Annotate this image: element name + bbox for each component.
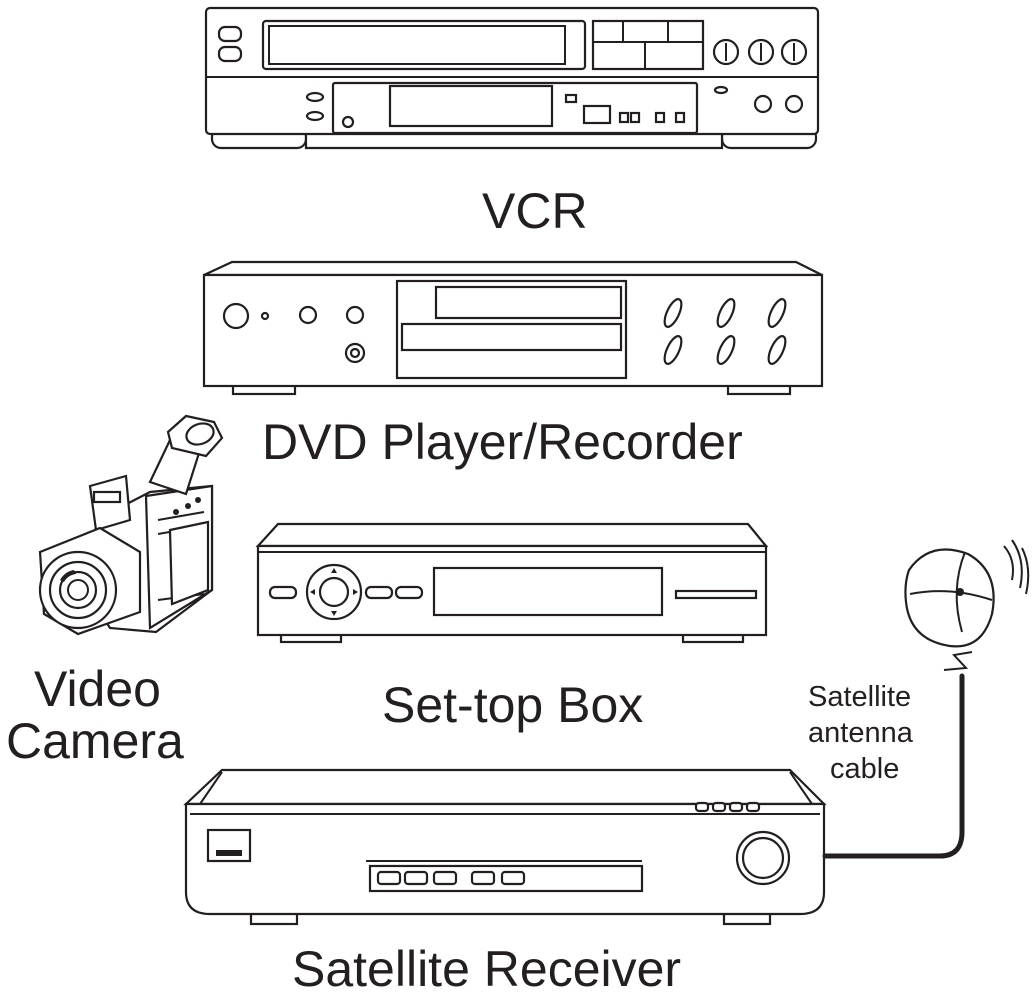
antenna-cable-label-line1: Satellite: [808, 681, 912, 713]
dvd-label: DVD Player/Recorder: [262, 414, 743, 470]
video-camera-label-line1: Video: [34, 661, 161, 717]
video-camera-label-line2: Camera: [6, 713, 184, 769]
vcr-device: [204, 6, 820, 150]
dvd-player-device: [202, 260, 824, 396]
set-top-box-label: Set-top Box: [382, 677, 644, 733]
antenna-cable-label-line3: cable: [830, 753, 900, 785]
antenna-cable-label-line2: antenna: [808, 717, 913, 749]
vcr-label: VCR: [482, 183, 588, 239]
video-camera-device: [38, 414, 224, 636]
set-top-box-device: [255, 522, 769, 644]
satellite-receiver-label: Satellite Receiver: [292, 941, 682, 997]
satellite-antenna: [822, 539, 1030, 859]
satellite-receiver-device: [183, 768, 827, 926]
